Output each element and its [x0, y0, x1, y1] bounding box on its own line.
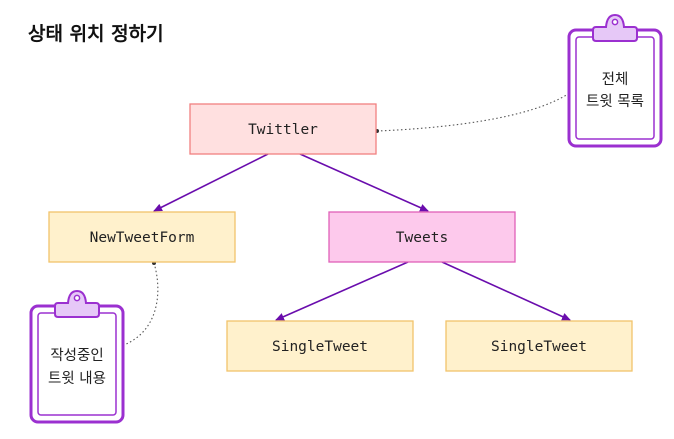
node-twittler-label: Twittler: [248, 122, 318, 138]
connector-twittler-all-tweets: [376, 93, 569, 132]
note-draft-tweet-line2: 트윗 내용: [48, 370, 106, 387]
edges: [153, 153, 571, 321]
node-singletweet-left: SingleTweet: [226, 320, 414, 372]
node-singletweet-right-box: [445, 320, 633, 372]
node-newtweetform-label: NewTweetForm: [90, 230, 195, 246]
node-tweets-label: Tweets: [396, 230, 448, 246]
connector-newtweetform-draft: [123, 262, 159, 346]
node-singletweet-right-label: SingleTweet: [491, 339, 587, 355]
clipboard-note-draft-tweet: 작성중인 트윗 내용: [29, 289, 125, 424]
node-tweets-box: [328, 211, 516, 263]
note-all-tweets-line1: 전체: [602, 71, 629, 88]
note-draft-tweet-line1: 작성중인: [50, 347, 103, 364]
node-newtweetform-box: [48, 211, 236, 263]
clipboard-note-all-tweets: 전체 트윗 목록: [567, 13, 663, 148]
edge-twittler-newtweetform: [153, 153, 269, 212]
node-twittler: Twittler: [189, 103, 377, 155]
node-singletweet-right: SingleTweet: [445, 320, 633, 372]
note-all-tweets-line2: 트윗 목록: [586, 93, 644, 110]
node-twittler-box: [189, 103, 377, 155]
node-singletweet-left-label: SingleTweet: [272, 339, 368, 355]
clipboard-icon: [29, 289, 125, 424]
edge-tweets-singletweet-left: [275, 261, 409, 321]
node-singletweet-left-box: [226, 320, 414, 372]
node-tweets: Tweets: [328, 211, 516, 263]
edge-tweets-singletweet-right: [441, 261, 571, 321]
node-newtweetform: NewTweetForm: [48, 211, 236, 263]
page-title: 상태 위치 정하기: [28, 23, 164, 45]
edge-twittler-tweets: [299, 153, 429, 212]
clipboard-icon: [567, 13, 663, 148]
